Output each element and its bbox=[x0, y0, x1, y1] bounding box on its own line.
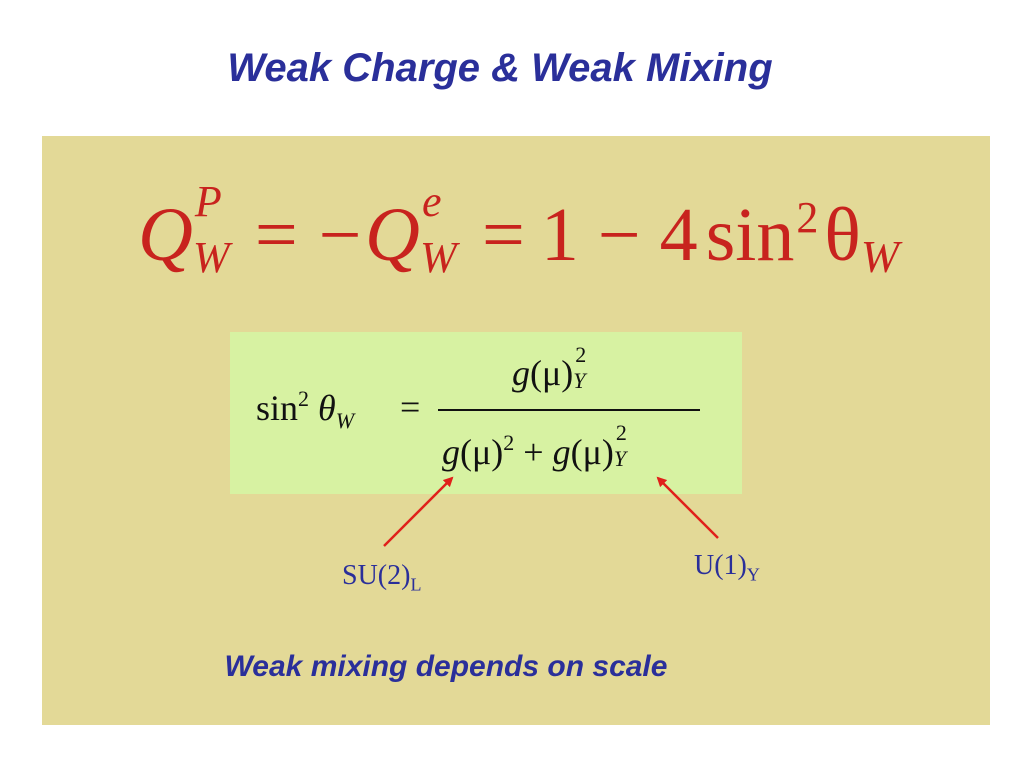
su2-subscript: L bbox=[410, 574, 422, 595]
minus-q-symbol: −Q bbox=[313, 193, 420, 277]
scale-mu-1: (μ) bbox=[460, 432, 504, 472]
p-superscript: P bbox=[194, 177, 222, 226]
q-symbol: Q bbox=[138, 193, 193, 277]
w-subscript-2: W bbox=[419, 233, 457, 282]
w-subscript: W bbox=[192, 233, 230, 282]
su2-label: SU(2)L bbox=[342, 560, 421, 596]
numerator-subscript: Y bbox=[573, 368, 586, 393]
sin-function: sin bbox=[705, 193, 795, 277]
plus-sign: + bbox=[514, 432, 553, 472]
denominator-subscript-2: Y bbox=[613, 446, 627, 471]
coupling-g-2: g bbox=[552, 432, 571, 472]
fraction-bar bbox=[438, 409, 700, 411]
equation-lhs: sin2 θW bbox=[256, 386, 354, 434]
e-superscript: e bbox=[421, 177, 442, 226]
u1-label: U(1)Y bbox=[694, 550, 760, 586]
scale-mu: (μ) bbox=[530, 353, 574, 393]
equals-sign: = bbox=[254, 193, 298, 277]
sin-function: sin bbox=[256, 388, 299, 428]
theta-subscript: W bbox=[860, 231, 900, 282]
coupling-g: g bbox=[512, 353, 530, 393]
u1-arrow bbox=[656, 476, 719, 539]
su2-text: SU(2) bbox=[342, 560, 411, 591]
scale-mu-2: (μ) bbox=[570, 432, 614, 472]
u1-text: U(1) bbox=[694, 550, 747, 581]
theta-subscript: W bbox=[335, 408, 355, 433]
square-exponent: 2 bbox=[796, 193, 819, 242]
slide-title: Weak Charge & Weak Mixing bbox=[227, 46, 773, 90]
theta-symbol: θ bbox=[824, 193, 861, 277]
slide-caption: Weak mixing depends on scale bbox=[224, 650, 668, 683]
su2-arrow bbox=[383, 476, 454, 547]
equals-sign-2: = bbox=[481, 193, 525, 277]
theta-symbol: θ bbox=[318, 388, 336, 428]
equals-sign: = bbox=[400, 387, 421, 427]
denominator-superscript-2: 2 bbox=[615, 420, 627, 445]
coupling-g-1: g bbox=[442, 432, 460, 472]
numerator-superscript: 2 bbox=[575, 342, 587, 367]
square-exponent: 2 bbox=[298, 386, 310, 411]
one-minus-four: 1 − 4 bbox=[540, 193, 698, 277]
annotation-arrows bbox=[383, 476, 719, 547]
denominator-superscript-1: 2 bbox=[503, 430, 515, 455]
u1-subscript: Y bbox=[746, 564, 760, 585]
